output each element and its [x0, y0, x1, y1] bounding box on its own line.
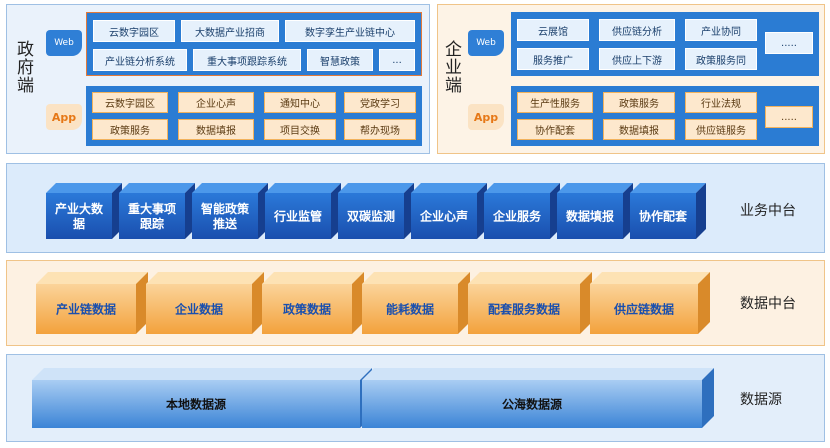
block-label: 双碳监测 [347, 208, 395, 223]
ent-app-item[interactable]: 数据填报 [603, 119, 675, 140]
gov-app-item[interactable]: 帮办现场 [344, 119, 416, 140]
block-label: 企业心声 [419, 208, 468, 223]
block-label: 据 [73, 216, 85, 231]
block-label: 智能政策 [200, 201, 250, 216]
business-block[interactable]: 行业监管 [265, 183, 341, 239]
ent-app-item[interactable]: ..... [765, 106, 813, 128]
ent-web-tag: Web [468, 30, 504, 56]
block-label: 公海数据源 [502, 396, 562, 411]
gov-app-item[interactable]: 数据填报 [178, 119, 254, 140]
block-label: 协作配套 [639, 208, 688, 223]
gov-app-item[interactable]: 企业心声 [178, 92, 254, 113]
business-layer-blocks: 产业大数据重大事项跟踪智能政策推送行业监管双碳监测企业心声企业服务数据填报协作配… [46, 183, 706, 239]
gov-app-item[interactable]: 党政学习 [344, 92, 416, 113]
business-layer-label: 业务中台 [740, 203, 796, 219]
business-block[interactable]: 数据填报 [557, 183, 633, 239]
block-label: 行业监管 [273, 208, 322, 223]
source-layer-blocks: 本地数据源 公海数据源 [32, 368, 714, 428]
block-label: 产业大数 [55, 201, 104, 216]
government-label: 政府端 [13, 40, 33, 94]
ent-web-item[interactable]: 产业协同 [685, 19, 757, 41]
source-block[interactable]: 公海数据源 [362, 368, 714, 428]
gov-app-item[interactable]: 通知中心 [264, 92, 336, 113]
gov-app-tag: App [46, 104, 82, 130]
data-block[interactable]: 供应链数据 [590, 272, 710, 334]
ent-web-item[interactable]: 服务推广 [517, 48, 589, 70]
block-label: 供应链数据 [613, 301, 674, 316]
data-layer-label: 数据中台 [740, 296, 796, 312]
business-block[interactable]: 企业服务 [484, 183, 560, 239]
ent-web-item[interactable]: 政策服务同 [685, 48, 757, 70]
business-block[interactable]: 企业心声 [411, 183, 487, 239]
gov-web-group: 云数字园区 大数据产业招商 数字孪生产业链中心 产业链分析系统 重大事项跟踪系统… [86, 12, 422, 76]
gov-web-item[interactable]: 云数字园区 [93, 20, 175, 42]
ent-app-group: 生产性服务 政策服务 行业法规 协作配套 数据填报 供应链服务 ..... [511, 86, 819, 146]
ent-app-item[interactable]: 协作配套 [517, 119, 593, 140]
gov-web-item[interactable]: 数字孪生产业链中心 [285, 20, 415, 42]
gov-app-item[interactable]: 政策服务 [92, 119, 168, 140]
block-label: 产业链数据 [56, 301, 116, 316]
block-label: 配套服务数据 [488, 301, 560, 316]
ent-app-item[interactable]: 供应链服务 [685, 119, 757, 140]
data-block[interactable]: 政策数据 [262, 272, 364, 334]
data-block[interactable]: 能耗数据 [362, 272, 470, 334]
gov-web-item[interactable]: 重大事项跟踪系统 [193, 49, 301, 71]
ent-web-item[interactable]: ..... [765, 32, 813, 54]
gov-web-item[interactable]: 智慧政策 [307, 49, 373, 71]
gov-web-item[interactable]: 产业链分析系统 [93, 49, 187, 71]
block-label: 重大事项 [128, 201, 176, 216]
data-block[interactable]: 产业链数据 [36, 272, 148, 334]
business-block[interactable]: 协作配套 [630, 183, 706, 239]
data-layer-blocks: 产业链数据 企业数据 政策数据 能耗数据 配套服务数据 供应链数据 [36, 272, 710, 334]
block-label: 推送 [213, 216, 238, 231]
data-block[interactable]: 配套服务数据 [468, 272, 592, 334]
gov-web-item[interactable]: ... [379, 49, 415, 71]
source-layer-label: 数据源 [740, 392, 782, 408]
ent-app-item[interactable]: 生产性服务 [517, 92, 593, 113]
business-block[interactable]: 双碳监测 [338, 183, 414, 239]
block-label: 企业数据 [174, 301, 223, 316]
source-block[interactable]: 本地数据源 [32, 368, 372, 428]
gov-app-group: 云数字园区 企业心声 通知中心 党政学习 政策服务 数据填报 项目交换 帮办现场 [86, 86, 422, 146]
gov-web-tag: Web [46, 30, 82, 56]
block-label: 能耗数据 [386, 301, 434, 316]
ent-app-item[interactable]: 政策服务 [603, 92, 675, 113]
gov-app-item[interactable]: 云数字园区 [92, 92, 168, 113]
ent-web-item[interactable]: 供应上下游 [599, 48, 675, 70]
ent-app-tag: App [468, 104, 504, 130]
ent-app-item[interactable]: 行业法规 [685, 92, 757, 113]
ent-web-item[interactable]: 供应链分析 [599, 19, 675, 41]
block-label: 本地数据源 [166, 396, 226, 411]
block-label: 政策数据 [283, 301, 331, 316]
block-label: 跟踪 [140, 216, 164, 231]
ent-web-group: 云展馆 供应链分析 产业协同 服务推广 供应上下游 政策服务同 ..... [511, 12, 819, 76]
gov-app-item[interactable]: 项目交换 [264, 119, 336, 140]
enterprise-label: 企业端 [441, 40, 461, 94]
business-block[interactable]: 重大事项跟踪 [119, 183, 195, 239]
block-label: 数据填报 [566, 208, 614, 223]
block-label: 企业服务 [492, 208, 542, 223]
ent-web-item[interactable]: 云展馆 [517, 19, 589, 41]
gov-web-item[interactable]: 大数据产业招商 [181, 20, 279, 42]
data-block[interactable]: 企业数据 [146, 272, 264, 334]
